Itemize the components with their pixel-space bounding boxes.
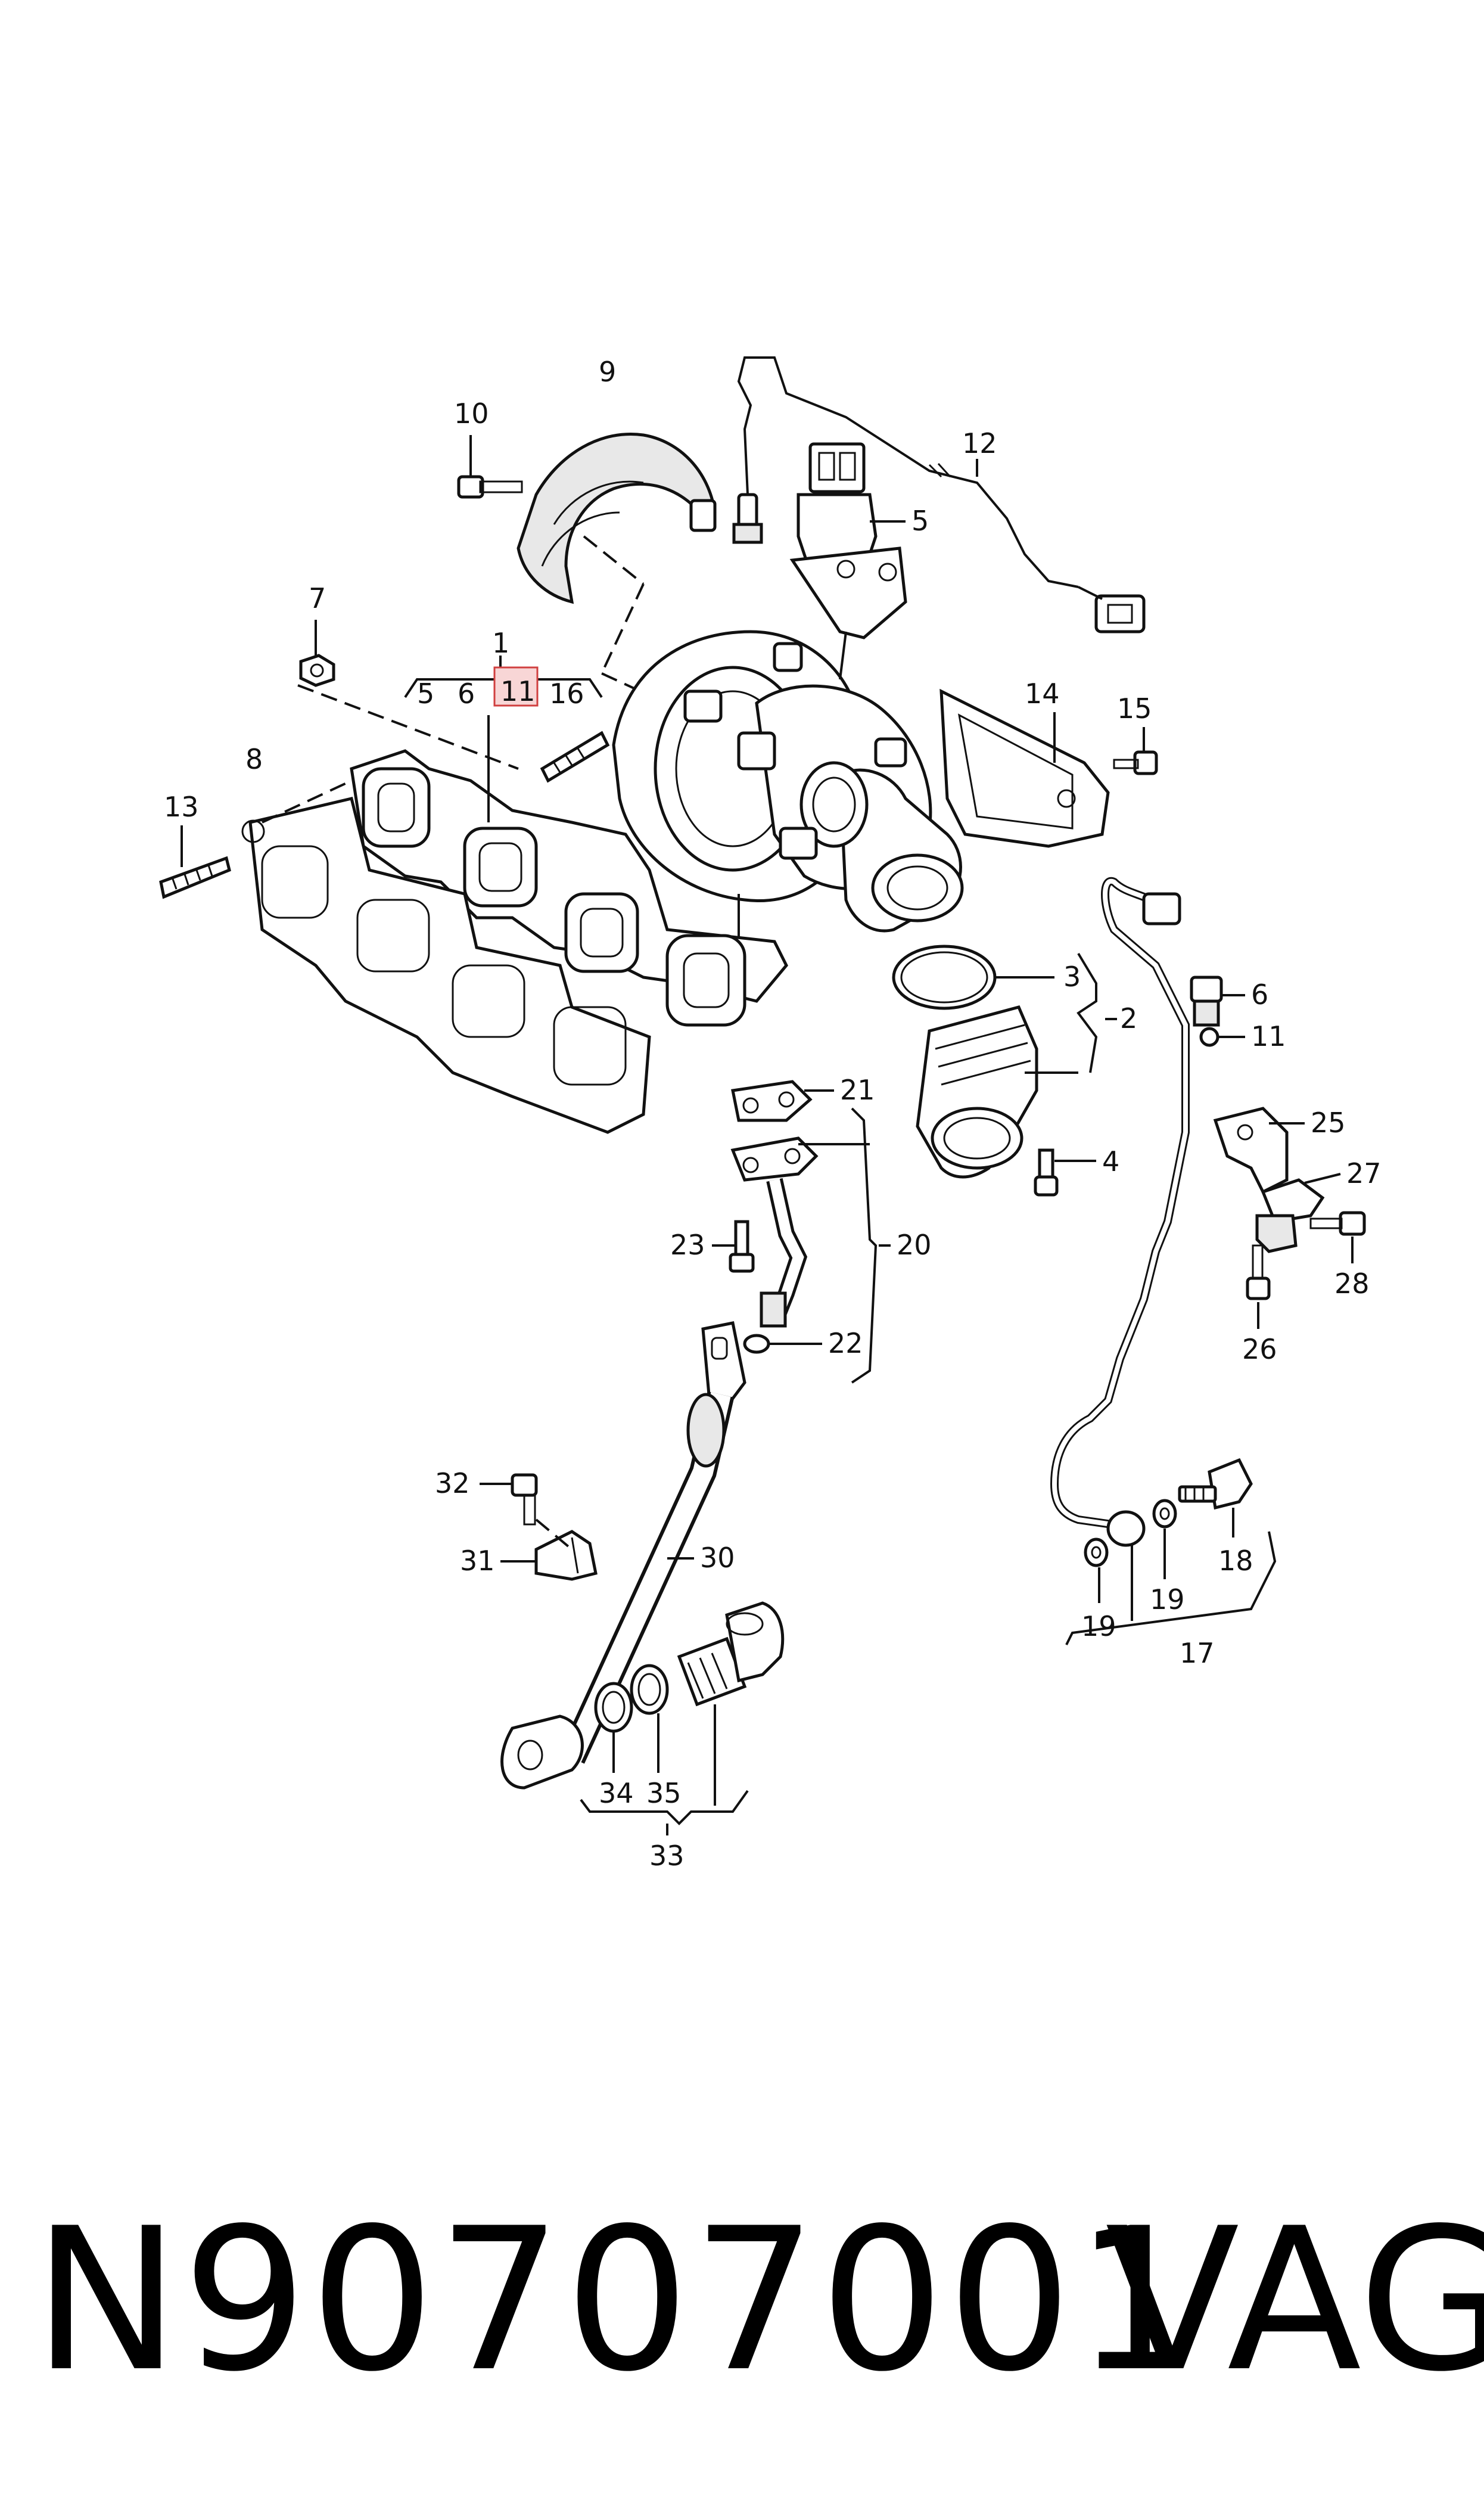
exploded-parts-diagram: 1 5 6 11 16 7 8 13 9 10 12 5 14 15 3 2 4…: [159, 356, 1382, 1872]
oil-feed-pipe[interactable]: [1050, 877, 1190, 1547]
banjo-bolt-6[interactable]: [1190, 976, 1223, 1027]
manifold-gasket[interactable]: [241, 797, 651, 1134]
support-bracket[interactable]: [939, 688, 1110, 848]
callout-35: 35: [646, 1777, 682, 1809]
o-ring-22[interactable]: [743, 1334, 770, 1354]
brand-name: VAG: [1105, 2186, 1484, 2415]
washer-19-right[interactable]: [1152, 1499, 1177, 1529]
callout-8: 8: [245, 743, 263, 775]
callout-2: 2: [1120, 1002, 1137, 1035]
callout-5: 5: [911, 505, 929, 537]
oil-return-pipe[interactable]: [730, 1136, 819, 1328]
callout-27: 27: [1346, 1157, 1382, 1189]
callout-6: 6: [1251, 979, 1268, 1011]
callout-34: 34: [599, 1777, 634, 1809]
part-number: N90707001: [33, 2186, 1202, 2415]
boost-actuator[interactable]: [789, 442, 907, 680]
nut-7[interactable]: [299, 654, 335, 687]
bolt-28[interactable]: [1309, 1211, 1366, 1236]
seal-34[interactable]: [594, 1682, 633, 1733]
bolt-23[interactable]: [729, 1220, 755, 1273]
oil-drain-tube[interactable]: [500, 1321, 746, 1790]
hollow-bolt-33[interactable]: [677, 1601, 785, 1707]
callout-3: 3: [1063, 961, 1081, 993]
bracket-25[interactable]: [1213, 1107, 1289, 1194]
banjo-bolt-18[interactable]: [1178, 1458, 1253, 1510]
callout-11-group: 11: [500, 675, 536, 707]
callout-23: 23: [670, 1229, 705, 1261]
callout-5-group: 5: [417, 678, 434, 710]
o-ring-3[interactable]: [892, 945, 997, 1010]
callout-13: 13: [164, 791, 199, 823]
callout-28: 28: [1334, 1268, 1370, 1300]
lambda-sensor[interactable]: [732, 356, 1146, 633]
stud-13[interactable]: [159, 856, 231, 899]
callout-12: 12: [962, 427, 997, 459]
exhaust-manifold[interactable]: [350, 749, 788, 1027]
callout-30: 30: [700, 1542, 735, 1574]
callout-10: 10: [454, 397, 489, 430]
heat-shield[interactable]: [517, 433, 717, 604]
clamp-31[interactable]: [534, 1530, 598, 1581]
bolt-15[interactable]: [1113, 750, 1158, 775]
callout-33: 33: [649, 1840, 685, 1872]
callout-26: 26: [1242, 1333, 1277, 1365]
bolt-32[interactable]: [511, 1473, 538, 1526]
callout-22: 22: [828, 1327, 863, 1359]
turbocharger[interactable]: [612, 630, 964, 965]
bolt-10[interactable]: [457, 475, 523, 499]
callout-4: 4: [1102, 1145, 1119, 1178]
callout-1: 1: [492, 627, 509, 659]
callout-16: 16: [549, 678, 584, 710]
callout-31: 31: [460, 1545, 495, 1577]
stud-16[interactable]: [540, 731, 610, 783]
clip-27[interactable]: [1255, 1178, 1325, 1253]
callout-11: 11: [1251, 1020, 1286, 1052]
callout-20: 20: [897, 1229, 932, 1261]
washer-11[interactable]: [1199, 1027, 1219, 1047]
callout-19-left: 19: [1081, 1610, 1116, 1642]
washer-19-left[interactable]: [1084, 1538, 1109, 1567]
bolt-26[interactable]: [1246, 1244, 1271, 1300]
gasket-21[interactable]: [731, 1080, 813, 1122]
callout-14: 14: [1025, 678, 1060, 710]
callout-19-right: 19: [1150, 1583, 1185, 1616]
callout-25: 25: [1311, 1107, 1346, 1139]
callout-17: 17: [1180, 1637, 1215, 1669]
outlet-adapter[interactable]: [916, 1005, 1038, 1179]
seal-35[interactable]: [630, 1664, 669, 1715]
callout-32: 32: [435, 1467, 470, 1499]
callout-15: 15: [1117, 692, 1152, 725]
highlight-box: [493, 666, 539, 707]
bolt-4[interactable]: [1034, 1148, 1059, 1197]
callout-6-group: 6: [458, 678, 475, 710]
callout-9: 9: [599, 356, 616, 388]
callout-18: 18: [1218, 1545, 1253, 1577]
callout-21: 21: [840, 1074, 875, 1106]
callout-7: 7: [309, 582, 326, 614]
